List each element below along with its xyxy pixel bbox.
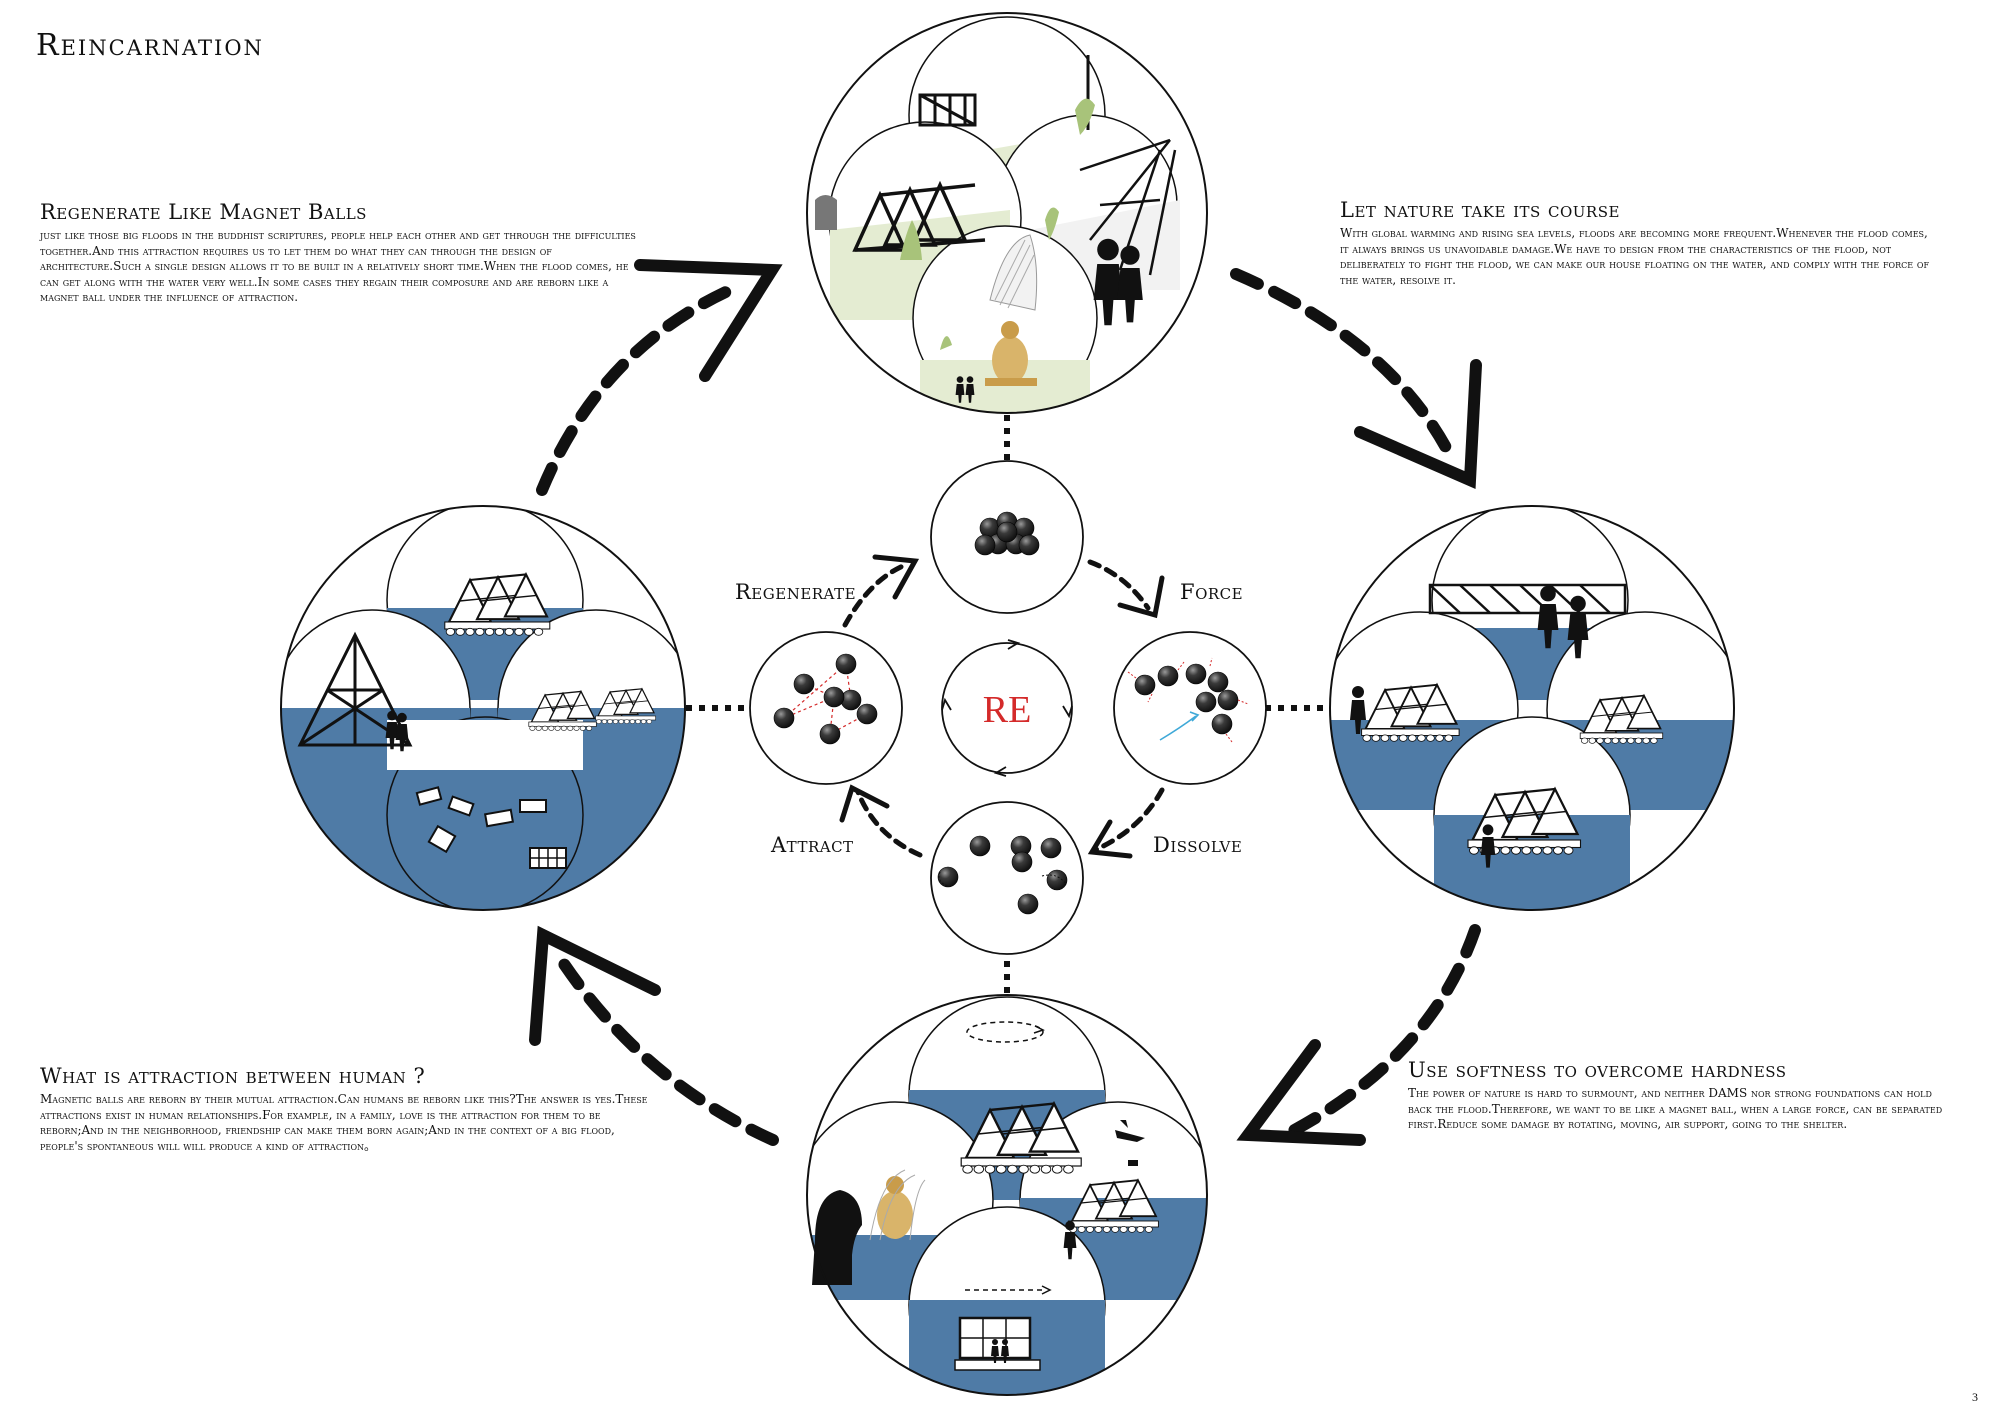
step-label-regenerate: Regenerate: [735, 580, 857, 604]
bottom-scene-circle: [806, 994, 1208, 1396]
block-body: The power of nature is hard to surmount,…: [1408, 1086, 1943, 1131]
block-heading: Regenerate Like Magnet Balls: [40, 200, 367, 224]
page-number: 3: [1972, 1390, 1978, 1404]
text-block-attraction: What is attraction between human ? Magne…: [40, 1064, 650, 1154]
top-scene-circle: [806, 12, 1208, 414]
block-heading: What is attraction between human ?: [40, 1064, 426, 1088]
inner-cycle: RE: [749, 460, 1267, 955]
block-body: just like those big floods in the buddhi…: [40, 228, 636, 304]
big-cycle-arrows: [529, 259, 1482, 1146]
force-balls-circle: [1113, 631, 1267, 785]
dotted-connectors: [686, 415, 1330, 995]
block-body: With global warming and rising sea level…: [1340, 226, 1929, 287]
step-label-force: Force: [1180, 580, 1244, 604]
block-heading: Use softness to overcome hardness: [1408, 1058, 1787, 1082]
page-title: Reincarnation: [36, 28, 264, 63]
right-scene-circle: [1329, 505, 1735, 911]
block-body: Magnetic balls are reborn by their mutua…: [40, 1092, 648, 1153]
center-label: RE: [983, 689, 1032, 731]
step-label-dissolve: Dissolve: [1153, 833, 1243, 857]
attracted-balls-circle: [749, 631, 903, 785]
text-block-regenerate: Regenerate Like Magnet Balls just like t…: [40, 200, 640, 306]
text-block-nature: Let nature take its course With global w…: [1340, 198, 1940, 288]
text-block-softness: Use softness to overcome hardness The po…: [1408, 1058, 1948, 1133]
block-heading: Let nature take its course: [1340, 198, 1620, 222]
left-scene-circle: [280, 505, 686, 911]
step-label-attract: Attract: [771, 833, 854, 857]
